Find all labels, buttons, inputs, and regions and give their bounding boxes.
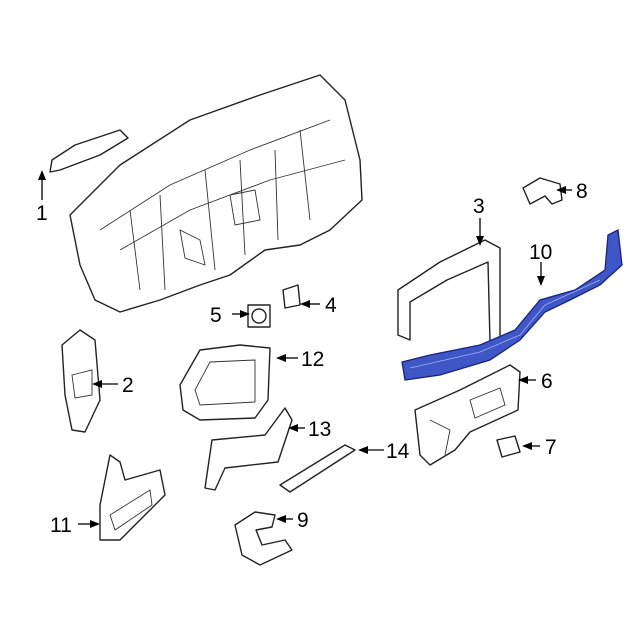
callout-14: 14 [386,440,410,463]
part-1-bracket [49,129,129,173]
part-11-console-panel [99,454,166,541]
part-3-bezel [397,239,501,343]
part-6-center-stack [414,364,521,466]
part-7-switch [496,435,521,458]
callout-5: 5 [210,304,222,327]
part-9-shroud [234,511,293,566]
part-13-lower-bezel [204,407,293,491]
part-12-cluster-housing [179,344,271,421]
part-14-strip [279,444,356,493]
part-10-highlighted-trim-panel [401,229,623,381]
callout-8: 8 [576,180,588,203]
callout-11: 11 [50,514,72,537]
callout-6: 6 [541,370,553,393]
part-4-clip [282,284,301,309]
instrument-panel-frame [69,74,363,313]
part-2-side-panel [61,329,101,433]
callout-12: 12 [301,348,324,371]
part-5-knob [247,304,271,328]
callout-3: 3 [473,195,485,218]
callout-1: 1 [36,202,48,225]
leader-lines [38,170,572,528]
callout-13: 13 [308,418,331,441]
callout-2: 2 [122,374,134,397]
callout-7: 7 [545,436,557,459]
part-8-cover [522,177,563,205]
callout-10: 10 [529,241,552,264]
callout-4: 4 [325,294,337,317]
callout-9: 9 [297,509,309,532]
